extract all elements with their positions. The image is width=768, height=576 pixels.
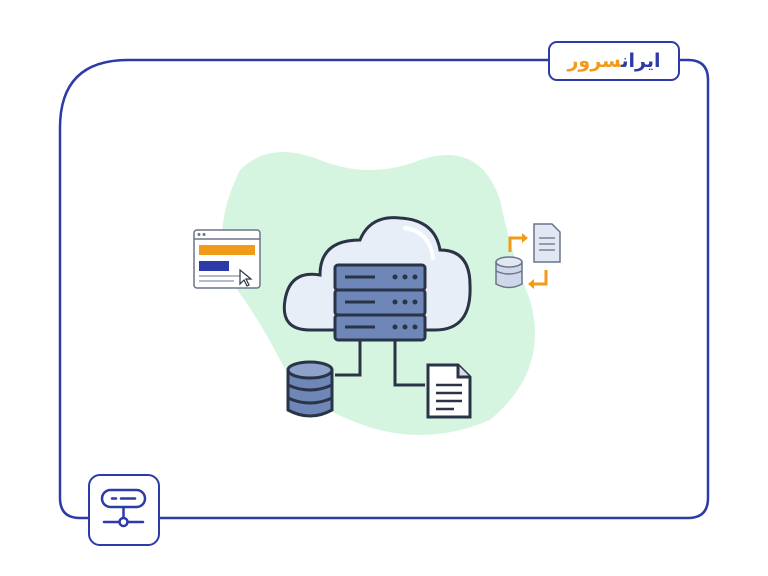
small-document-icon: [533, 223, 561, 263]
database-icon: [286, 360, 334, 418]
sync-arrow-icon: [532, 270, 548, 286]
brand-logo[interactable]: ایرانسرور: [548, 41, 680, 81]
cloud-hosting-illustration: [180, 140, 580, 440]
connector-line: [335, 340, 362, 377]
connector-line: [393, 340, 425, 387]
logo-text: ایرانسرور: [567, 50, 661, 72]
sync-arrow-icon: [508, 236, 524, 252]
browser-window-icon: [193, 229, 261, 289]
frame-border: [58, 58, 710, 520]
content-frame: [58, 58, 710, 520]
network-server-icon-box: [88, 474, 160, 546]
server-rack-icon: [333, 263, 427, 342]
data-sync-icon: [495, 223, 561, 289]
document-icon: [426, 363, 472, 419]
small-database-icon: [495, 256, 523, 289]
network-server-icon: [100, 488, 147, 528]
